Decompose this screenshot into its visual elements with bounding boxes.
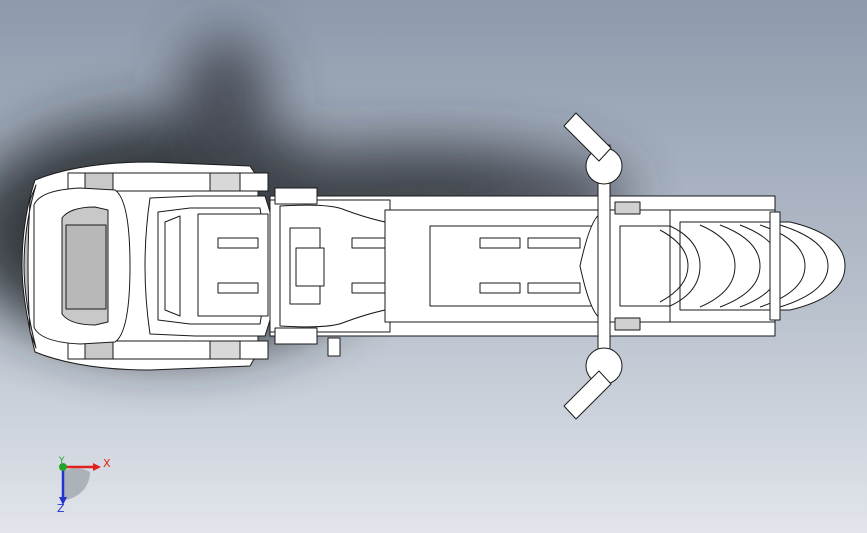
front-wheel [679,221,846,311]
x-axis-label: X [103,457,111,470]
x-axis-arrow [93,463,101,471]
z-axis-label: Z [57,502,65,515]
y-axis-label: Y [59,456,65,466]
z-axis-arrow [59,497,67,505]
y-axis-dot [59,463,67,471]
motorcycle-model [21,112,846,420]
axis-triad [59,463,101,505]
